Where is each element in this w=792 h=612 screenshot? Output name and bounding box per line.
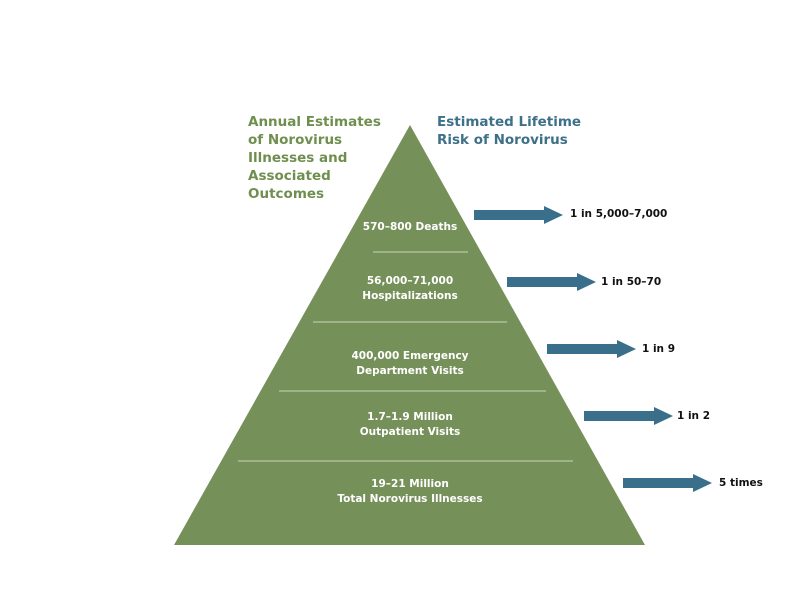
level-label: 570–800 Deaths: [362, 221, 458, 233]
level-emergency: 400,000 Emergency Department Visits: [310, 349, 510, 379]
level-label: 19–21 Million: [371, 478, 449, 490]
arrow-right-icon: [623, 474, 712, 492]
level-label: Department Visits: [356, 365, 464, 377]
level-hospitalizations: 56,000–71,000 Hospitalizations: [310, 274, 510, 304]
pyramid: [174, 125, 645, 545]
risk-outpatient: 1 in 2: [677, 410, 710, 422]
level-label: Outpatient Visits: [359, 426, 461, 438]
right-title: Estimated Lifetime Risk of Norovirus: [437, 114, 582, 148]
left-title: Annual Estimates of Norovirus Illnesses …: [248, 114, 381, 202]
arrow-right-icon: [474, 206, 563, 224]
risk-hospitalizations: 1 in 50–70: [601, 276, 662, 288]
level-deaths: 570–800 Deaths: [310, 220, 510, 235]
arrow-right-icon: [507, 273, 596, 291]
level-label: 1.7–1.9 Million: [367, 411, 453, 423]
arrow-right-icon: [547, 340, 636, 358]
level-label: Total Norovirus Illnesses: [337, 493, 483, 505]
risk-emergency: 1 in 9: [642, 343, 675, 355]
arrow-right-icon: [584, 407, 673, 425]
level-label: 56,000–71,000: [366, 275, 454, 287]
level-label: 400,000 Emergency: [351, 350, 469, 362]
risk-deaths: 1 in 5,000–7,000: [570, 208, 668, 220]
risk-total: 5 times: [719, 477, 763, 489]
level-label: Hospitalizations: [362, 290, 458, 302]
level-total: 19–21 Million Total Norovirus Illnesses: [310, 477, 510, 507]
level-outpatient: 1.7–1.9 Million Outpatient Visits: [310, 410, 510, 440]
